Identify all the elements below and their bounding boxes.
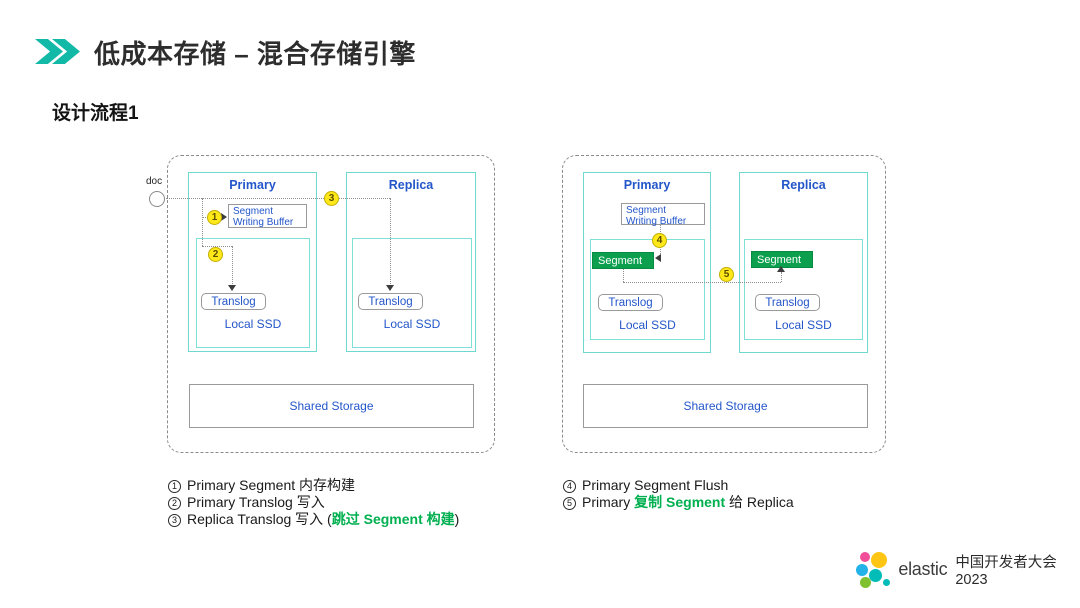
legend-text: 给 Replica — [725, 494, 794, 510]
legend-left: 1 Primary Segment 内存构建 2 Primary Translog … — [168, 477, 459, 528]
arrowhead-icon — [386, 285, 394, 291]
logo-blob-pink — [860, 551, 870, 562]
event-name: 中国开发者大会 2023 — [955, 555, 1057, 588]
right-primary-translog: Translog — [598, 294, 663, 311]
arrowhead-icon — [228, 285, 236, 291]
right-primary-local-ssd: Local SSD — [619, 318, 676, 332]
right-replica-local-ssd: Local SSD — [775, 318, 832, 332]
left-replica-title: Replica — [388, 178, 434, 192]
doc-icon — [149, 191, 165, 207]
logo-blob-teal — [869, 568, 882, 582]
legend-text: Primary Segment Flush — [582, 477, 729, 493]
buffer-line2: Writing Buffer — [626, 216, 687, 227]
connector-branch-down — [202, 198, 203, 246]
arrowhead-icon — [655, 254, 661, 262]
step-badge-3: 3 — [324, 191, 339, 206]
left-segment-writing-buffer: Segment Writing Buffer — [228, 204, 307, 228]
buffer-line2: Writing Buffer — [233, 217, 294, 228]
legend-item: 3 Replica Translog 写入 (跳过 Segment 构建) — [168, 511, 459, 528]
arrowhead-icon — [777, 266, 785, 272]
logo-blob-blue — [856, 563, 868, 576]
buffer-line1: Segment — [233, 206, 274, 217]
logo-blob-small — [883, 578, 890, 586]
connector-replica-down — [390, 198, 391, 290]
connector-copy-down — [623, 269, 624, 282]
legend-text: Replica Translog 写入 ( — [187, 511, 332, 527]
legend-text: Primary Translog 写入 — [187, 494, 325, 510]
legend-text: Primary Segment 内存构建 — [187, 477, 356, 493]
footer-brand: elastic 中国开发者大会 2023 — [856, 551, 1080, 588]
step-badge-4: 4 — [652, 233, 667, 248]
section-subtitle: 设计流程1 — [52, 103, 139, 124]
left-primary-translog: Translog — [201, 293, 266, 310]
right-replica-translog: Translog — [755, 294, 820, 311]
left-primary-title: Primary — [229, 178, 276, 192]
elastic-logo-icon — [856, 551, 890, 588]
connector-doc-line — [166, 198, 390, 199]
flow1-container — [167, 155, 495, 453]
right-primary-title: Primary — [623, 178, 671, 192]
connector-copy-up — [781, 272, 782, 282]
connector-to-translog — [232, 246, 233, 290]
legend-highlight: 复制 Segment — [634, 494, 726, 510]
doc-label: doc — [146, 176, 163, 187]
right-shared-storage: Shared Storage — [583, 384, 868, 428]
connector-copy-across — [623, 282, 781, 283]
step-badge-2: 2 — [208, 247, 223, 262]
buffer-line1: Segment — [626, 205, 667, 216]
legend-right: 4 Primary Segment Flush 5 Primary 复制 Segme… — [563, 477, 794, 511]
left-replica-local-ssd: Local SSD — [383, 317, 441, 331]
legend-text: ) — [454, 511, 460, 527]
flow2-container — [562, 155, 886, 453]
right-segment-writing-buffer: Segment Writing Buffer — [621, 203, 705, 227]
right-primary-segment: Segment — [592, 252, 654, 269]
left-shared-storage: Shared Storage — [189, 384, 474, 428]
legend-num-icon: 5 — [563, 497, 576, 510]
legend-num-icon: 1 — [168, 480, 181, 493]
left-replica-translog: Translog — [358, 293, 423, 310]
legend-num-icon: 3 — [168, 514, 181, 527]
legend-item: 2 Primary Translog 写入 — [168, 494, 459, 511]
step-badge-5: 5 — [719, 267, 734, 282]
legend-item: 4 Primary Segment Flush — [563, 477, 794, 494]
step-badge-1: 1 — [207, 210, 222, 225]
page-title: 低成本存储 – 混合存储引擎 — [94, 39, 416, 69]
logo-blob-green — [860, 576, 871, 588]
legend-item: 1 Primary Segment 内存构建 — [168, 477, 459, 494]
legend-highlight: 跳过 Segment 构建 — [331, 511, 455, 527]
right-replica-title: Replica — [781, 178, 826, 192]
legend-num-icon: 4 — [563, 480, 576, 493]
connector-elbow — [202, 246, 232, 247]
left-primary-local-ssd: Local SSD — [224, 317, 282, 331]
legend-item: 5 Primary 复制 Segment 给 Replica — [563, 494, 794, 511]
logo-blob-yellow — [871, 551, 887, 568]
arrowhead-icon — [221, 213, 227, 221]
legend-text: Primary — [582, 494, 635, 510]
brand-name: elastic — [898, 559, 948, 579]
legend-num-icon: 2 — [168, 497, 181, 510]
